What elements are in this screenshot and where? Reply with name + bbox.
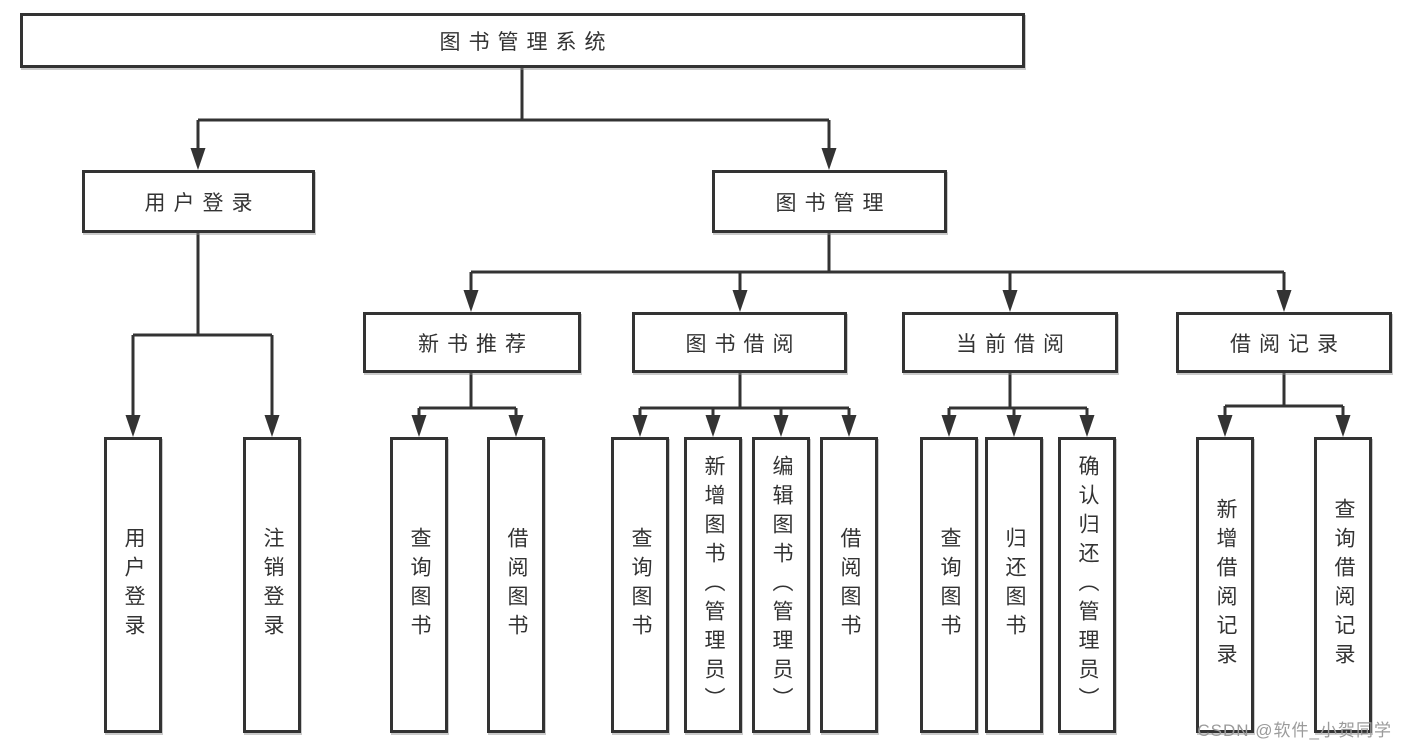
connector-root-to-branches xyxy=(190,68,837,170)
leaf-borrow-books: 借阅图书 xyxy=(820,437,878,733)
node-current-borrow: 当前借阅 xyxy=(902,312,1118,373)
connector-borrow-records-to-leaves xyxy=(1217,373,1351,437)
connector-new-book-recommend-to-leaves xyxy=(411,373,524,437)
leaf-user-login: 用户登录 xyxy=(104,437,162,733)
node-new-book-recommend: 新书推荐 xyxy=(363,312,581,373)
node-library-management-system: 图书管理系统 xyxy=(20,13,1025,68)
leaf-add-borrow-record: 新增借阅记录 xyxy=(1196,437,1254,733)
leaf-borrow-books-recommend: 借阅图书 xyxy=(487,437,545,733)
node-book-management: 图书管理 xyxy=(712,170,947,233)
leaf-confirm-return-admin: 确认归还（管理员） xyxy=(1058,437,1116,733)
leaf-query-borrow-record: 查询借阅记录 xyxy=(1314,437,1372,733)
connector-book-borrow-to-leaves xyxy=(632,373,857,437)
leaf-return-book: 归还图书 xyxy=(985,437,1043,733)
leaf-add-book-admin: 新增图书（管理员） xyxy=(684,437,742,733)
node-book-borrow: 图书借阅 xyxy=(632,312,847,373)
connector-user-login-to-leaves xyxy=(125,233,280,437)
connector-book-management-to-modules xyxy=(463,233,1292,312)
leaf-query-books-borrow: 查询图书 xyxy=(611,437,669,733)
node-borrow-records: 借阅记录 xyxy=(1176,312,1392,373)
csdn-watermark: CSDN @软件_小贺同学 xyxy=(1197,721,1392,740)
connector-current-borrow-to-leaves xyxy=(941,373,1095,437)
leaf-edit-book-admin: 编辑图书（管理员） xyxy=(752,437,810,733)
leaf-query-books-current: 查询图书 xyxy=(920,437,978,733)
leaf-query-books-recommend: 查询图书 xyxy=(390,437,448,733)
node-user-login: 用户登录 xyxy=(82,170,315,233)
leaf-logout: 注销登录 xyxy=(243,437,301,733)
